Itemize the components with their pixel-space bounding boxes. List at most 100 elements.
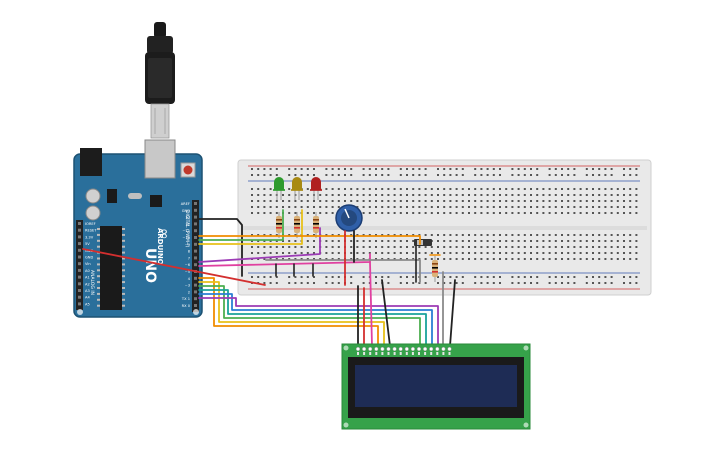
breadboard-hole [331,240,334,242]
breadboard-hole [536,200,539,202]
chip-pin [97,239,100,242]
lcd-pin-pad [436,352,439,355]
breadboard-hole [294,234,297,236]
breadboard-hole [412,206,415,208]
breadboard-hole [573,246,576,248]
breadboard-hole [393,252,396,254]
breadboard-hole [598,246,601,248]
breadboard-hole [269,240,272,242]
lcd-pin [410,346,415,352]
breadboard-hole [542,200,545,202]
digital-pin [194,304,197,307]
digital-pin [194,242,197,246]
power-rail-hole [437,174,439,176]
power-rail-hole [387,168,390,170]
breadboard-hole [331,188,334,190]
atmega-chip [100,226,122,310]
breadboard-hole [337,246,340,248]
breadboard-hole [282,246,284,248]
breadboard-hole [381,240,384,242]
breadboard-hole [443,188,446,190]
power-rail-hole [251,276,253,278]
resistor-yellow-led [294,212,300,238]
breadboard-hole [418,234,421,236]
breadboard-hole [387,212,390,214]
breadboard-hole [331,234,334,236]
slide-switch[interactable] [414,239,432,246]
power-rail-hole [480,168,483,170]
breadboard-hole [288,258,291,260]
power-pin-label: A2 [85,282,90,286]
lcd-pin [380,346,385,352]
breadboard-hole [406,234,408,236]
breadboard-hole [430,212,433,214]
reset-button[interactable] [183,165,193,175]
breadboard-hole [306,240,309,242]
breadboard-hole [368,240,371,242]
breadboard-hole [406,240,408,242]
power-rail-hole [573,174,576,176]
breadboard-hole [399,194,402,196]
wires [82,209,456,347]
breadboard-hole [449,234,452,236]
breadboard-hole [480,258,483,260]
potentiometer[interactable] [335,204,363,232]
digital-pin [194,215,197,219]
breadboard-hole [263,212,266,214]
breadboard-hole [492,258,495,260]
led-group [273,177,322,200]
breadboard-hole [430,188,433,190]
breadboard-hole [337,240,340,242]
power-rail-hole [306,174,309,176]
breadboard-hole [604,188,607,190]
breadboard-hole [356,252,359,254]
power-pin [78,242,81,246]
digital-pin [194,222,197,226]
breadboard-hole [325,200,328,202]
resistors [276,212,438,282]
power-rail-hole [499,276,501,278]
breadboard-hole [486,252,489,254]
chip-pin [97,263,100,266]
chip-pin [122,239,125,242]
chip-pin [97,275,100,278]
breadboard-hole [635,246,638,248]
power-rail-hole [598,168,601,170]
power-rail-hole [629,282,632,284]
breadboard-hole [592,252,594,254]
breadboard-hole [573,194,576,196]
breadboard-hole [288,240,291,242]
lcd-pin [447,346,452,352]
lcd-pin [441,346,446,352]
breadboard-hole [381,212,384,214]
power-rail-hole [474,276,477,278]
breadboard-hole [585,194,588,196]
power-rail-hole [275,174,278,176]
power-pin [78,222,81,225]
arduino-infinity-logo: ∞ [156,228,172,240]
power-rail-hole [337,282,340,284]
capacitor [85,188,101,204]
breadboard-hole [598,194,601,196]
breadboard-hole [610,240,613,242]
power-rail-hole [406,276,408,278]
breadboard-hole [362,188,365,190]
power-rail-hole [455,282,458,284]
breadboard-hole [257,212,260,214]
breadboard-hole [561,240,563,242]
power-rail-hole [331,282,334,284]
breadboard-hole [585,188,588,190]
breadboard-hole [337,252,340,254]
breadboard-hole [585,240,588,242]
breadboard-hole [492,212,495,214]
power-rail-hole [418,174,421,176]
breadboard-hole [437,234,439,236]
power-rail-hole [610,174,613,176]
breadboard-hole [263,234,266,236]
power-rail-hole [585,282,588,284]
breadboard-hole [294,240,297,242]
breadboard-hole [399,234,402,236]
breadboard-hole [567,234,570,236]
breadboard-hole [418,206,421,208]
